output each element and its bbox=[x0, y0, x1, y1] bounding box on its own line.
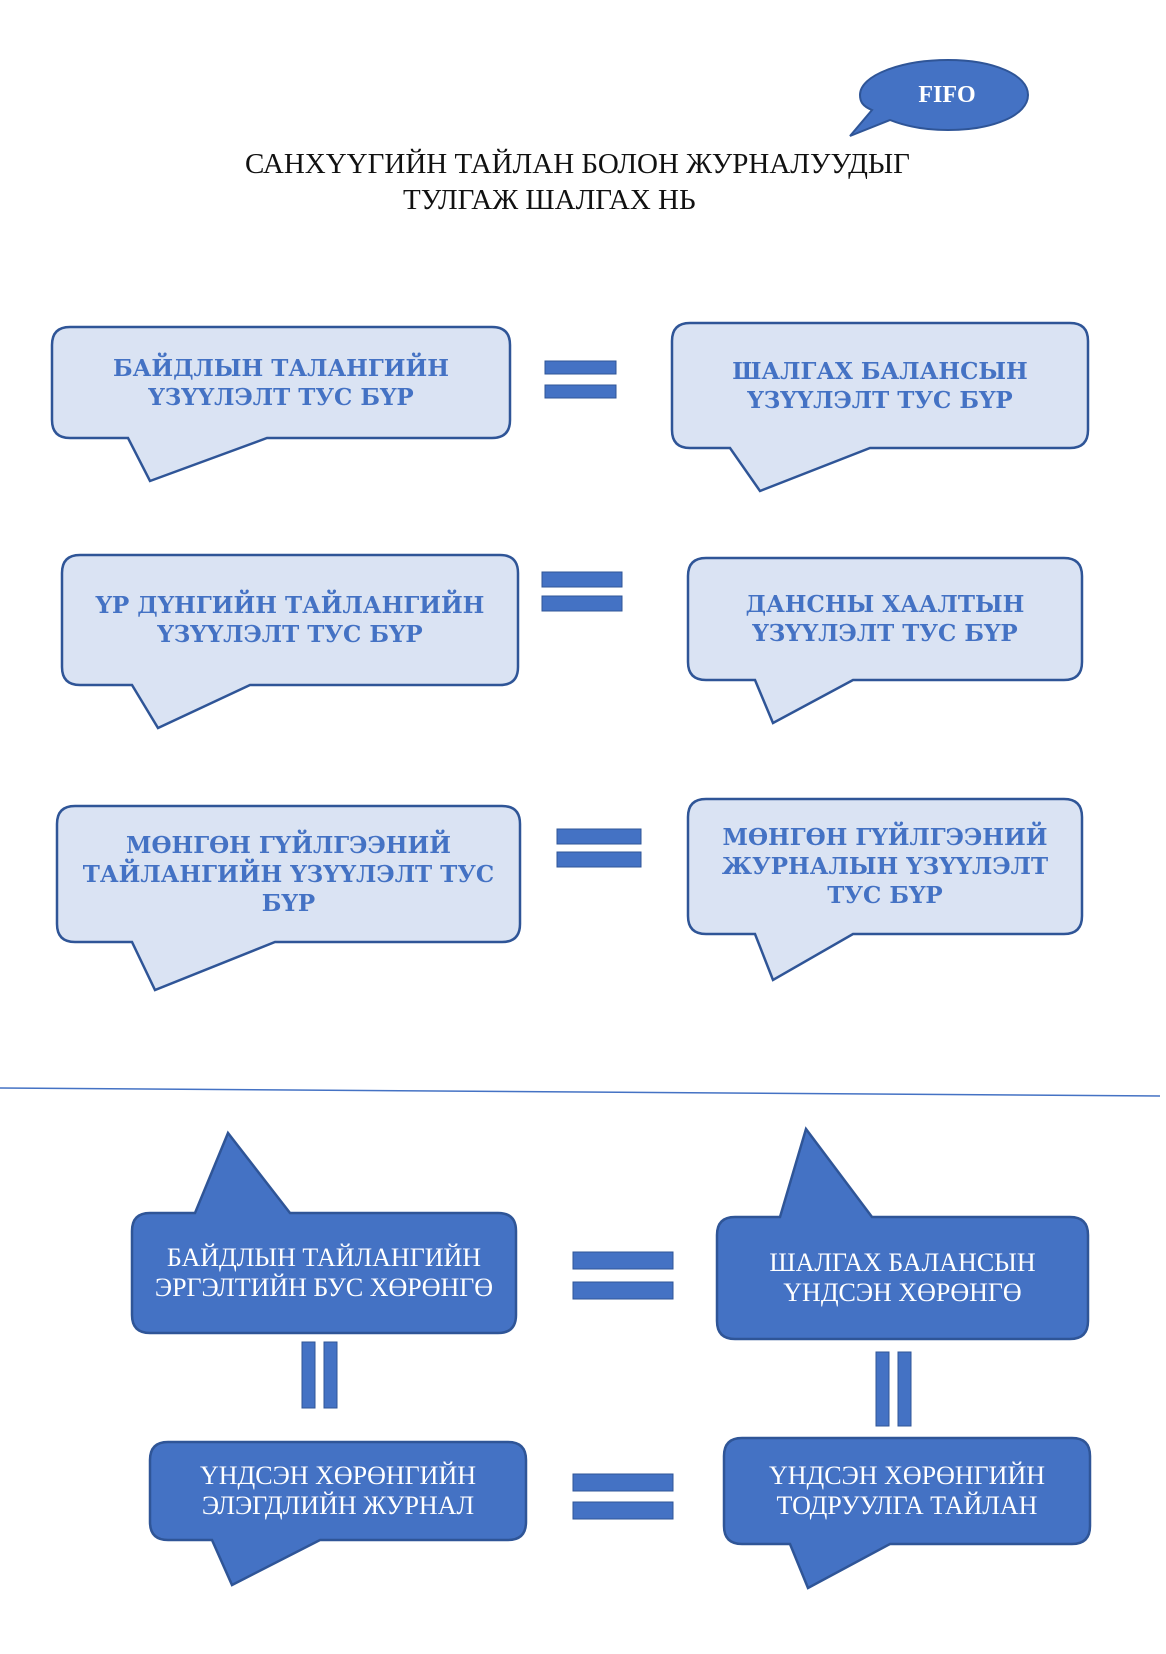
callout-left-2 bbox=[60, 553, 520, 730]
callout-dark-bottom-right bbox=[722, 1436, 1092, 1590]
callout-left-3-text: МӨНГӨН ГҮЙЛГЭЭНИЙ ТАЙЛАНГИЙН ҮЗҮҮЛЭЛТ ТУ… bbox=[82, 831, 495, 917]
callout-left-2-text: ҮР ДҮНГИЙН ТАЙЛАНГИЙН ҮЗҮҮЛЭЛТ ТУС БҮР bbox=[95, 592, 485, 648]
callout-left-3 bbox=[55, 804, 522, 992]
equals-sign-vertical-left bbox=[301, 1341, 338, 1409]
equals-sign-2 bbox=[541, 571, 623, 612]
callout-dark-top-left bbox=[130, 1130, 518, 1335]
callout-right-3 bbox=[686, 797, 1084, 982]
callout-dark-bottom-left bbox=[148, 1440, 528, 1587]
section-divider bbox=[0, 1087, 1161, 1097]
callout-dark-bottom-right-text: ҮНДСЭН ХӨРӨНГИЙН ТОДРУУЛГА ТАЙЛАН bbox=[769, 1461, 1045, 1520]
equals-sign-3 bbox=[556, 828, 642, 868]
fifo-badge-callout bbox=[849, 58, 1030, 137]
equals-sign-bottom-bottom bbox=[572, 1473, 674, 1520]
fifo-badge-label: FIFO bbox=[918, 81, 976, 108]
callout-right-1-text: ШАЛГАХ БАЛАНСЫН ҮЗҮҮЛЭЛТ ТУС БҮР bbox=[732, 357, 1028, 414]
callout-right-3-text: МӨНГӨН ГҮЙЛГЭЭНИЙ ЖУРНАЛЫН ҮЗҮҮЛЭЛТ ТУС … bbox=[721, 824, 1049, 909]
callout-right-1 bbox=[670, 321, 1090, 493]
callout-dark-top-left-text: БАЙДЛЫН ТАЙЛАНГИЙН ЭРГЭЛТИЙН БУС ХӨРӨНГӨ bbox=[154, 1243, 494, 1302]
page-title-line-1: САНХҮҮГИЙН ТАЙЛАН БОЛОН ЖУРНАЛУУДЫГ bbox=[245, 148, 910, 180]
callout-dark-top-right-text: ШАЛГАХ БАЛАНСЫН ҮНДСЭН ХӨРӨНГӨ bbox=[769, 1248, 1036, 1307]
callout-dark-top-right bbox=[715, 1126, 1090, 1341]
callout-right-2-text: ДАНСНЫ ХААЛТЫН ҮЗҮҮЛЭЛТ ТУС БҮР bbox=[745, 591, 1025, 647]
equals-sign-1 bbox=[544, 360, 617, 399]
page-title-line-2: ТУЛГАЖ ШАЛГАХ НЬ bbox=[403, 184, 696, 216]
callout-right-2 bbox=[686, 556, 1084, 725]
equals-sign-bottom-top bbox=[572, 1251, 674, 1300]
callout-left-1 bbox=[50, 325, 512, 483]
callout-dark-bottom-left-text: ҮНДСЭН ХӨРӨНГИЙН ЭЛЭГДЛИЙН ЖУРНАЛ bbox=[200, 1461, 476, 1520]
callout-left-1-text: БАЙДЛЫН ТАЛАНГИЙН ҮЗҮҮЛЭЛТ ТУС БҮР bbox=[112, 354, 449, 411]
equals-sign-vertical-right bbox=[875, 1351, 912, 1427]
